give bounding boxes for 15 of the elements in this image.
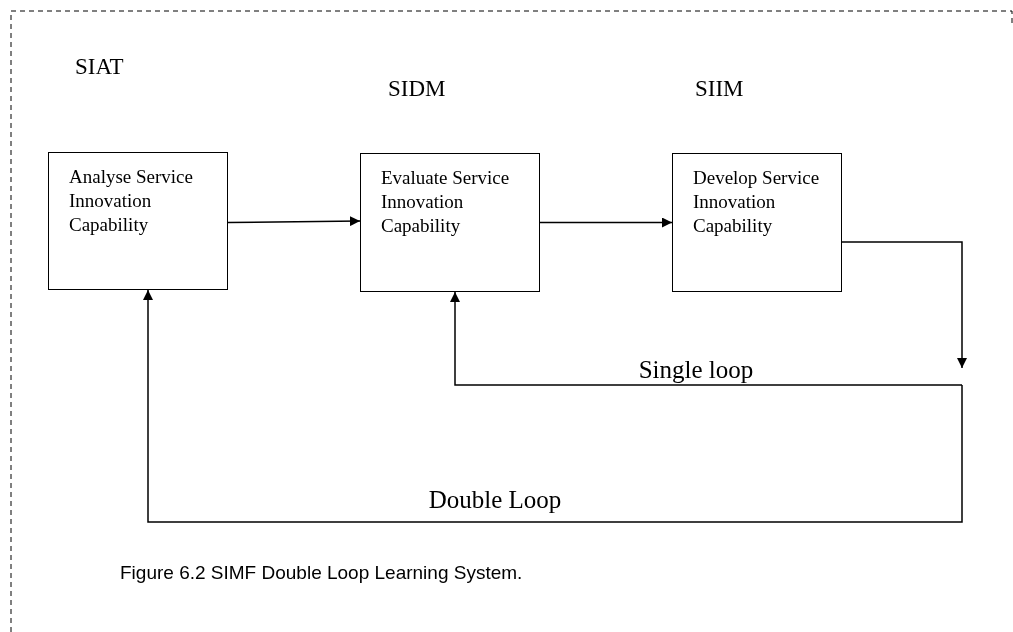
arrow xyxy=(143,289,963,523)
box-text: Evaluate Service Innovation Capability xyxy=(381,166,511,238)
arrow xyxy=(450,291,963,386)
stage-heading: SIAT xyxy=(75,54,124,80)
box-text: Develop Service Innovation Capability xyxy=(693,166,821,238)
stage-heading: SIDM xyxy=(388,76,446,102)
box-text: Analyse Service Innovation Capability xyxy=(69,165,194,237)
arrow xyxy=(841,241,967,369)
process-box xyxy=(360,153,540,292)
arrow xyxy=(539,217,673,228)
arrow xyxy=(227,216,361,227)
figure-caption: Figure 6.2 SIMF Double Loop Learning System. xyxy=(120,562,523,584)
process-box xyxy=(672,153,842,292)
stage-heading: SIIM xyxy=(695,76,744,102)
process-box xyxy=(48,152,228,290)
